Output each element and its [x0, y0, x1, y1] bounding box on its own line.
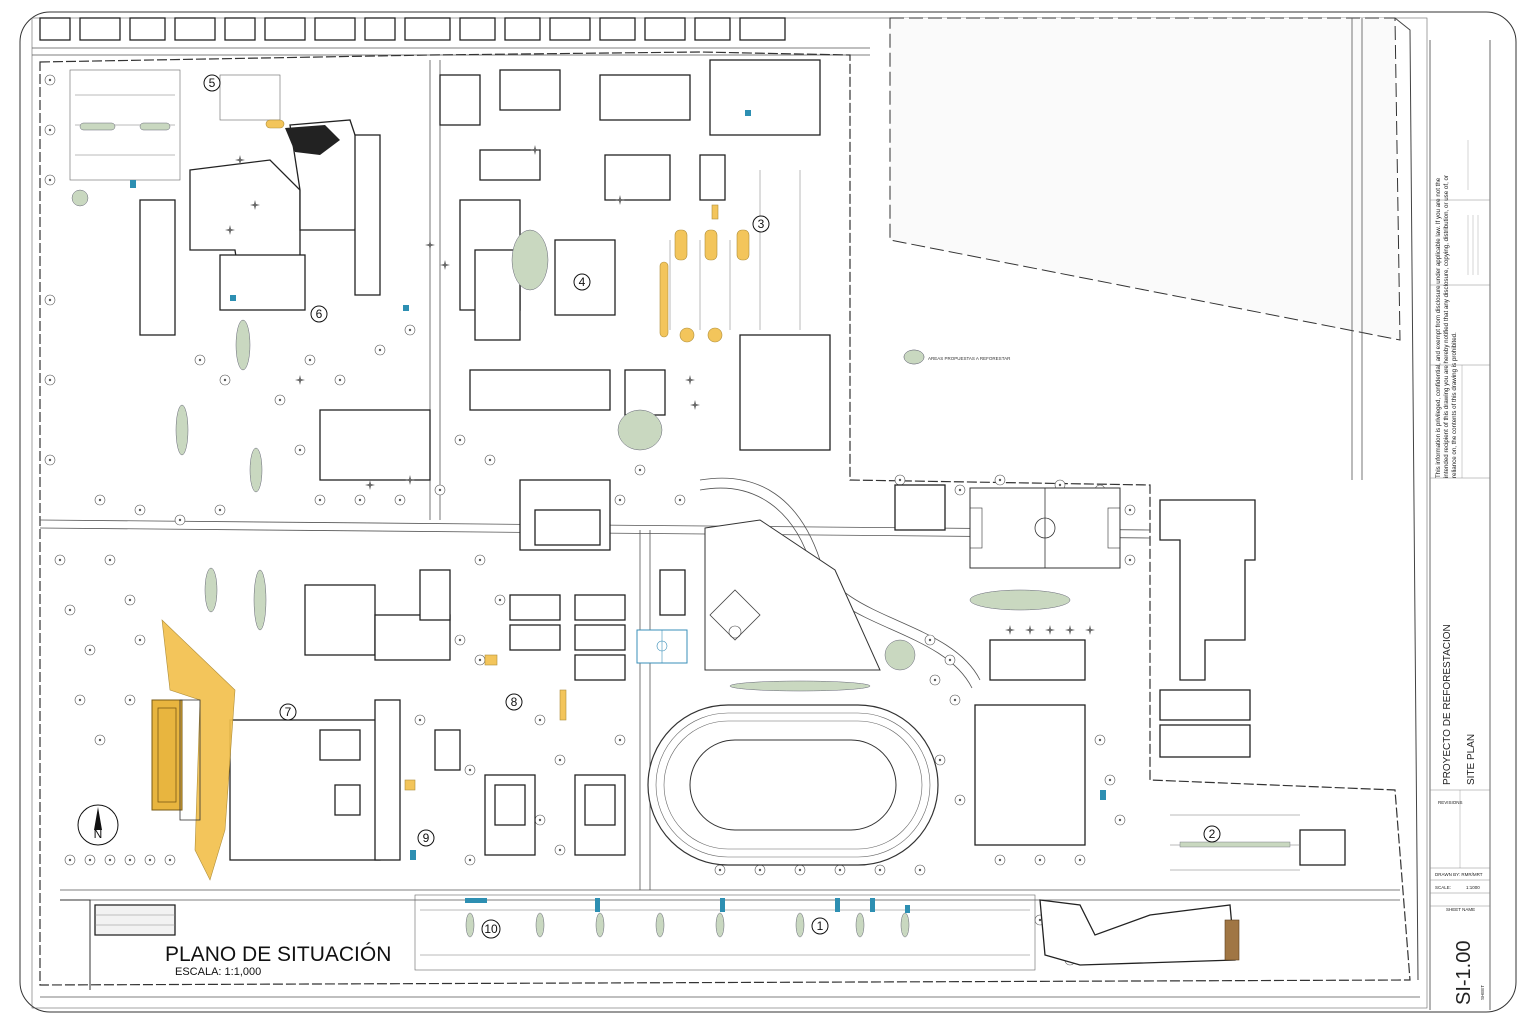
sheet-border [19, 11, 1517, 1013]
svg-text:7: 7 [285, 705, 292, 719]
zone-marker-10: 10 [481, 919, 501, 939]
zone-marker-2: 2 [1203, 825, 1221, 843]
central-buildings [229, 479, 686, 861]
svg-text:3: 3 [758, 217, 765, 231]
plan-title: PLANO DE SITUACIÓN [165, 943, 391, 966]
campus-boundary [39, 51, 1411, 986]
revisions-label: REVISIONS [1438, 800, 1463, 805]
title-block: This information is privileged, confiden… [1429, 40, 1491, 1010]
zone-marker-9: 9 [417, 829, 435, 847]
southwest-neighbor [40, 899, 1420, 998]
northwest-buildings [139, 59, 831, 481]
zone-marker-6: 6 [310, 305, 328, 323]
zone-marker-3: 3 [752, 215, 770, 233]
highlight-islands-3 [265, 119, 750, 343]
sheet-name-value: SITE PLAN [1466, 734, 1477, 785]
parking-lot-5 [69, 69, 281, 181]
north-arrow-icon: N [77, 804, 119, 846]
soccer-field [969, 487, 1121, 569]
zone-marker-1: 1 [811, 917, 829, 935]
svg-text:1: 1 [817, 919, 824, 933]
parking-lot-3 [669, 170, 801, 330]
scale-value: 1:1000 [1466, 885, 1480, 890]
baseball-field [704, 519, 881, 671]
vacant-parcel [889, 17, 1401, 341]
shrub-strips [71, 189, 1071, 692]
svg-text:5: 5 [209, 76, 216, 90]
svg-text:10: 10 [484, 922, 498, 936]
consultant-lines [1467, 140, 1479, 275]
zone-marker-4: 4 [573, 273, 591, 291]
house-row-top [32, 17, 870, 56]
svg-text:8: 8 [511, 695, 518, 709]
site-map: N 1 2 3 4 5 6 7 8 9 10 AREAS PROPUESTAS … [32, 17, 1420, 998]
zone-marker-5: 5 [203, 74, 221, 92]
running-track [647, 704, 939, 866]
sports-courts [509, 594, 688, 681]
zone-marker-8: 8 [505, 693, 523, 711]
sheet-number: SI-1.00 [1453, 941, 1475, 1005]
reforest-legend: AREAS PROPUESTAS A REFORESTAR [903, 349, 1011, 365]
sheet-label: SHEET [1480, 985, 1485, 1000]
drawn-by: DRAWN BY: RMR/MRT [1435, 872, 1483, 877]
svg-text:N: N [94, 827, 103, 841]
disclaimer-text: This information is privileged, confiden… [1435, 174, 1459, 478]
parking-lot-2 [1170, 814, 1300, 871]
svg-text:9: 9 [423, 831, 430, 845]
sheet-name-label: SHEET NAME [1446, 907, 1475, 912]
svg-text:6: 6 [316, 307, 323, 321]
svg-text:2: 2 [1209, 827, 1216, 841]
zone-markers: 1 2 3 4 5 6 7 8 9 10 [203, 74, 1221, 939]
parking-lot-south [130, 110, 1106, 971]
reforest-legend-label: AREAS PROPUESTAS A REFORESTAR [928, 356, 1011, 361]
east-street [1394, 17, 1419, 981]
svg-text:4: 4 [579, 275, 586, 289]
plan-scale: ESCALA: 1:1,000 [175, 966, 261, 978]
scale-label: SCALE: [1435, 885, 1451, 890]
east-buildings [894, 484, 1346, 966]
zone-marker-7: 7 [279, 703, 297, 721]
southwest-highlight-area [151, 619, 567, 881]
project-name: PROYECTO DE REFORESTACION [1442, 624, 1453, 785]
